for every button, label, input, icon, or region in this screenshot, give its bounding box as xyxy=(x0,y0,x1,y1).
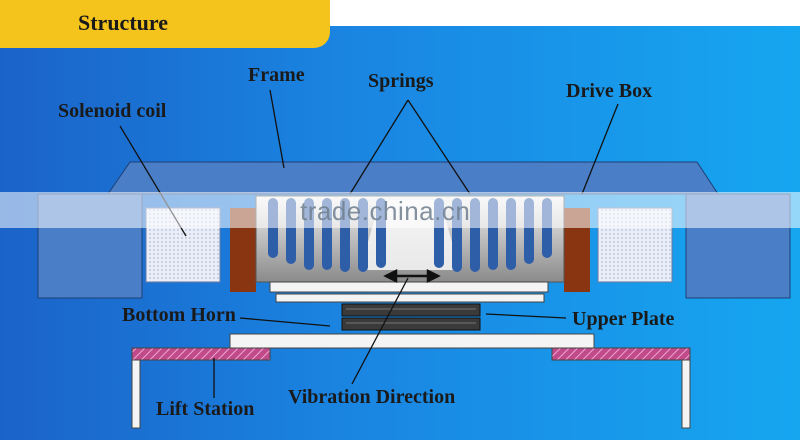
leader-frame xyxy=(269,89,285,169)
frame-top xyxy=(107,161,719,195)
leader-drive-box xyxy=(581,103,619,195)
label-solenoid-coil: Solenoid coil xyxy=(58,100,167,122)
watermark-text: trade.china.cn xyxy=(300,196,471,226)
label-upper-plate: Upper Plate xyxy=(572,308,675,330)
label-drive-box: Drive Box xyxy=(566,80,653,102)
upper-plate-1 xyxy=(341,303,481,317)
lift-station-right-top xyxy=(551,347,691,361)
page-title: Structure xyxy=(78,10,169,35)
lift-station-left-top xyxy=(131,347,271,361)
leader-upper-plate xyxy=(485,313,567,319)
label-vibration-direction: Vibration Direction xyxy=(288,386,456,408)
lift-station-right-leg xyxy=(681,359,691,429)
title-tab: Structure xyxy=(0,0,330,48)
bottom-horn-plate xyxy=(229,333,595,349)
watermark-band xyxy=(0,192,800,228)
upper-plate-2 xyxy=(341,317,481,331)
label-bottom-horn: Bottom Horn xyxy=(122,304,236,326)
lift-station-left-leg xyxy=(131,359,141,429)
vibration-arrow xyxy=(383,268,441,284)
leader-bottom-horn xyxy=(239,317,331,327)
leader-springs-right xyxy=(407,99,471,195)
label-springs: Springs xyxy=(368,70,434,92)
leader-vibration xyxy=(351,277,409,385)
lower-plate-2 xyxy=(275,293,545,303)
leader-springs-left xyxy=(349,99,409,195)
label-lift-station: Lift Station xyxy=(156,398,255,420)
label-frame: Frame xyxy=(248,64,305,86)
lower-plate-1 xyxy=(269,281,549,293)
